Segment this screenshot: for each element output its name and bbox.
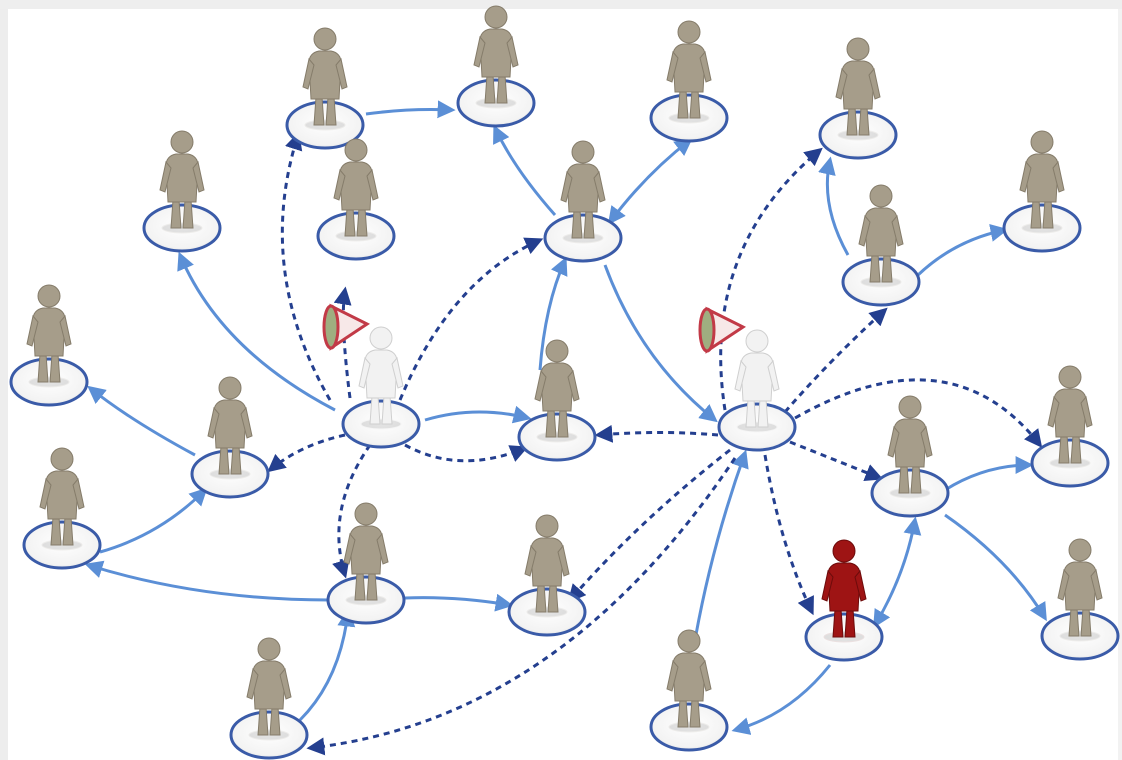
person-node [649,629,729,752]
link-solid [298,608,356,722]
left-border [0,9,8,760]
link-solid [404,593,514,612]
solid-links [84,100,1047,735]
broadcaster-node [698,306,797,452]
link-solid [873,516,922,629]
link-solid [99,487,208,554]
link-solid [177,251,336,412]
link-solid [365,100,456,119]
dashed-links [267,131,1043,756]
link-dashed [567,448,731,603]
link-solid [731,664,832,735]
person-node [285,27,365,150]
person-node [1002,130,1082,253]
link-dashed [404,443,529,463]
person-node [22,447,102,570]
broadcaster-node [322,303,421,449]
link-solid [916,224,1009,277]
link-dashed [333,286,352,399]
person-node [818,37,898,160]
top-border [0,0,1122,9]
right-border [1118,9,1122,760]
link-solid [693,449,749,641]
person-node [316,138,396,261]
person-node [142,130,222,253]
person-node [1040,538,1120,661]
link-solid [87,385,196,457]
person-node [649,20,729,143]
link-dashed [332,444,372,579]
link-solid [603,264,718,423]
link-dashed [783,307,888,413]
person-node [456,5,536,128]
person-node [507,514,587,637]
links [84,100,1047,756]
link-solid [84,560,331,602]
person-node [841,184,921,307]
person-node [1030,365,1110,488]
person-node [229,637,309,760]
megaphone-icon [322,303,370,351]
link-dashed [280,131,332,401]
link-dashed [594,424,719,443]
link-solid [944,513,1047,622]
link-solid [493,124,557,216]
person-node [870,395,950,518]
link-dashed [719,147,823,411]
person-node [190,376,270,499]
link-dashed [789,440,884,482]
person-node [9,284,89,407]
person-node [543,140,623,263]
link-dashed [398,237,544,401]
nodes [9,5,1120,760]
link-solid [944,456,1034,492]
link-solid [818,156,850,256]
link-solid [607,137,693,225]
link-dashed [306,457,737,756]
link-solid [424,405,532,424]
person-node [517,339,597,462]
person-node [326,502,406,625]
link-dashed [267,433,346,473]
highlighted-person-node [804,539,884,662]
link-solid [538,256,568,371]
link-dashed [794,378,1043,448]
link-dashed [763,454,814,616]
megaphone-icon [698,306,746,354]
